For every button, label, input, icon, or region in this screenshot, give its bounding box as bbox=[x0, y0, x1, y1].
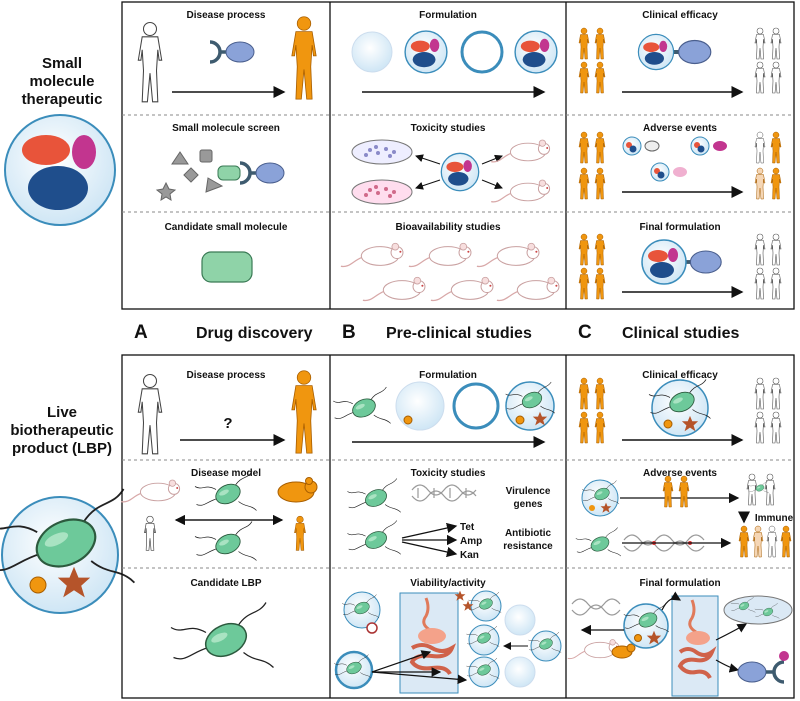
resistance-label-2: resistance bbox=[503, 541, 553, 552]
bottom-efficacy-capsule-icon bbox=[648, 379, 711, 437]
adverse-outcome-group-icon bbox=[754, 131, 782, 200]
empty-bubble-icon bbox=[351, 31, 393, 73]
phase-c-title: Clinical studies bbox=[622, 325, 739, 342]
bottom-toxicity-title: Toxicity studies bbox=[411, 468, 486, 479]
formulation-bacterium-icon bbox=[332, 386, 392, 424]
bioavailability-mice-icon bbox=[340, 242, 560, 302]
petri-dish-icon bbox=[351, 139, 413, 205]
formulation-bubble-icon bbox=[395, 381, 445, 431]
label-small-molecule-3: therapeutic bbox=[22, 91, 103, 108]
toxicity-mouse-icon bbox=[490, 139, 551, 163]
bottom-adverse-events-title: Adverse events bbox=[643, 468, 717, 479]
resistance-bacterium-icon bbox=[347, 520, 402, 555]
adverse-patients-icon bbox=[662, 475, 690, 508]
dna-icon bbox=[411, 484, 477, 502]
label-lbp-1: Live bbox=[47, 404, 77, 421]
label-small-molecule-2: molecule bbox=[29, 73, 94, 90]
top-clinical-efficacy-title: Clinical efficacy bbox=[642, 10, 718, 21]
candidate-bacterium-icon bbox=[170, 601, 275, 669]
final-gut-icon bbox=[671, 595, 719, 697]
phase-b-title: Pre-clinical studies bbox=[386, 325, 532, 342]
immune-response-icon bbox=[746, 473, 776, 506]
bottom-healthy-person-icon bbox=[137, 373, 163, 455]
sick-group-icon bbox=[578, 27, 606, 94]
final-healthy-group-icon bbox=[754, 233, 782, 300]
candidate-small-molecule-title: Candidate small molecule bbox=[165, 222, 288, 233]
formulation-capsule-icon bbox=[404, 30, 448, 74]
label-small-molecule-1: Small bbox=[42, 55, 82, 72]
bioavailability-title: Bioavailability studies bbox=[395, 222, 500, 233]
adverse-sick-group-icon bbox=[578, 131, 606, 200]
bottom-healthy-group-icon bbox=[754, 377, 782, 444]
bottom-sick-person-icon bbox=[291, 370, 317, 454]
efficacy-capsule-icon bbox=[637, 33, 675, 71]
final-sick-group-icon bbox=[578, 233, 606, 300]
gene-transfer-outcome-icon bbox=[738, 525, 792, 558]
antibiotic-kan: Kan bbox=[460, 550, 479, 561]
molecule-shapes-icon bbox=[155, 149, 224, 201]
antibiotic-tet: Tet bbox=[460, 522, 475, 533]
phase-b-letter: B bbox=[342, 322, 356, 343]
resistance-label-1: Antibiotic bbox=[505, 528, 552, 539]
bottom-disease-process-title: Disease process bbox=[187, 370, 266, 381]
candidate-pill-icon bbox=[201, 251, 253, 283]
adverse-molecules-icon bbox=[622, 136, 727, 182]
viability-capsules-icon bbox=[333, 590, 562, 690]
top-toxicity-title: Toxicity studies bbox=[411, 123, 486, 134]
filled-capsule-icon bbox=[514, 30, 558, 74]
healthy-group-icon bbox=[754, 27, 782, 94]
receptor-icon bbox=[208, 40, 256, 64]
adverse-capsule-icon bbox=[581, 479, 620, 517]
phase-c-letter: C bbox=[578, 322, 592, 343]
small-molecule-screen-title: Small molecule screen bbox=[172, 123, 280, 134]
toxicity-bacterium-icon bbox=[347, 478, 402, 513]
label-lbp-3: product (LBP) bbox=[12, 440, 112, 457]
phase-a-letter: A bbox=[134, 322, 148, 343]
formulation-ring-icon bbox=[452, 382, 500, 430]
final-dna-icon bbox=[571, 598, 621, 616]
bottom-formulation-title: Formulation bbox=[419, 370, 477, 381]
phase-a-title: Drug discovery bbox=[196, 325, 313, 342]
model-healthy-mouse-icon bbox=[120, 479, 181, 503]
toxicity-mouse-icon bbox=[490, 179, 551, 203]
final-lbp-capsule-icon bbox=[623, 603, 670, 649]
top-adverse-events-title: Adverse events bbox=[643, 123, 717, 134]
label-lbp-2: biotherapeutic bbox=[10, 422, 113, 439]
ring-capsule-icon bbox=[460, 30, 504, 74]
model-sick-mouse-icon bbox=[277, 477, 318, 503]
candidate-lbp-title: Candidate LBP bbox=[190, 578, 261, 589]
final-receptor-lbp-icon bbox=[737, 651, 789, 684]
final-capsule-icon bbox=[641, 239, 687, 285]
unknown-mechanism-mark: ? bbox=[223, 415, 232, 432]
healthy-person-icon bbox=[137, 21, 163, 103]
viability-activity-title: Viability/activity bbox=[410, 578, 486, 589]
model-sick-person-icon bbox=[293, 515, 307, 551]
virulence-label-1: Virulence bbox=[506, 486, 551, 497]
virulence-label-2: genes bbox=[514, 499, 543, 510]
bottom-sick-group-icon bbox=[578, 377, 606, 444]
disease-model-title: Disease model bbox=[191, 468, 261, 479]
small-molecule-capsule-icon bbox=[4, 114, 116, 226]
immune-label: Immune bbox=[755, 513, 794, 524]
screen-receptor-icon bbox=[238, 161, 286, 185]
adverse-bacterium-icon bbox=[575, 527, 622, 557]
model-healthy-person-icon bbox=[143, 515, 157, 551]
final-mouse-icon bbox=[567, 638, 620, 660]
bottom-clinical-efficacy-title: Clinical efficacy bbox=[642, 370, 718, 381]
top-formulation-title: Formulation bbox=[419, 10, 477, 21]
top-disease-process-title: Disease process bbox=[187, 10, 266, 21]
final-petri-dish-icon bbox=[723, 595, 793, 625]
formulation-full-capsule-icon bbox=[505, 381, 556, 431]
lbp-capsule-icon bbox=[0, 487, 136, 614]
toxicity-capsule-icon bbox=[440, 152, 480, 192]
model-bacterium-2-icon bbox=[194, 521, 257, 561]
final-sick-mouse-icon bbox=[611, 643, 636, 659]
top-final-formulation-title: Final formulation bbox=[639, 222, 720, 233]
antibiotic-amp: Amp bbox=[460, 536, 482, 547]
bottom-final-formulation-title: Final formulation bbox=[639, 578, 720, 589]
sick-person-icon bbox=[291, 16, 317, 100]
